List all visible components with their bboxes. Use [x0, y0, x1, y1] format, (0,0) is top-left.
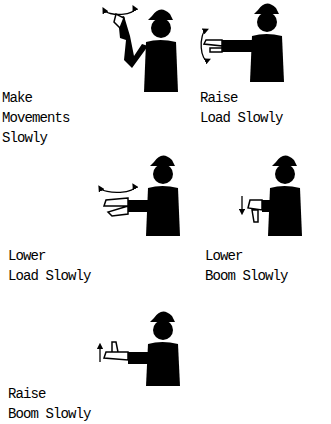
worker-figure	[201, 3, 284, 82]
signal-label: Raise Boom Slowly	[8, 384, 92, 424]
signal-label: Make Movements Slowly	[2, 88, 82, 148]
worker-figure	[100, 311, 180, 386]
worker-figure	[104, 8, 178, 92]
signal-label: Lower Load Slowly	[8, 246, 92, 286]
signal-label: Raise Load Slowly	[200, 88, 284, 128]
signal-label: Lower Boom Slowly	[205, 246, 289, 286]
worker-figure	[100, 155, 180, 236]
worker-figure	[242, 155, 302, 236]
